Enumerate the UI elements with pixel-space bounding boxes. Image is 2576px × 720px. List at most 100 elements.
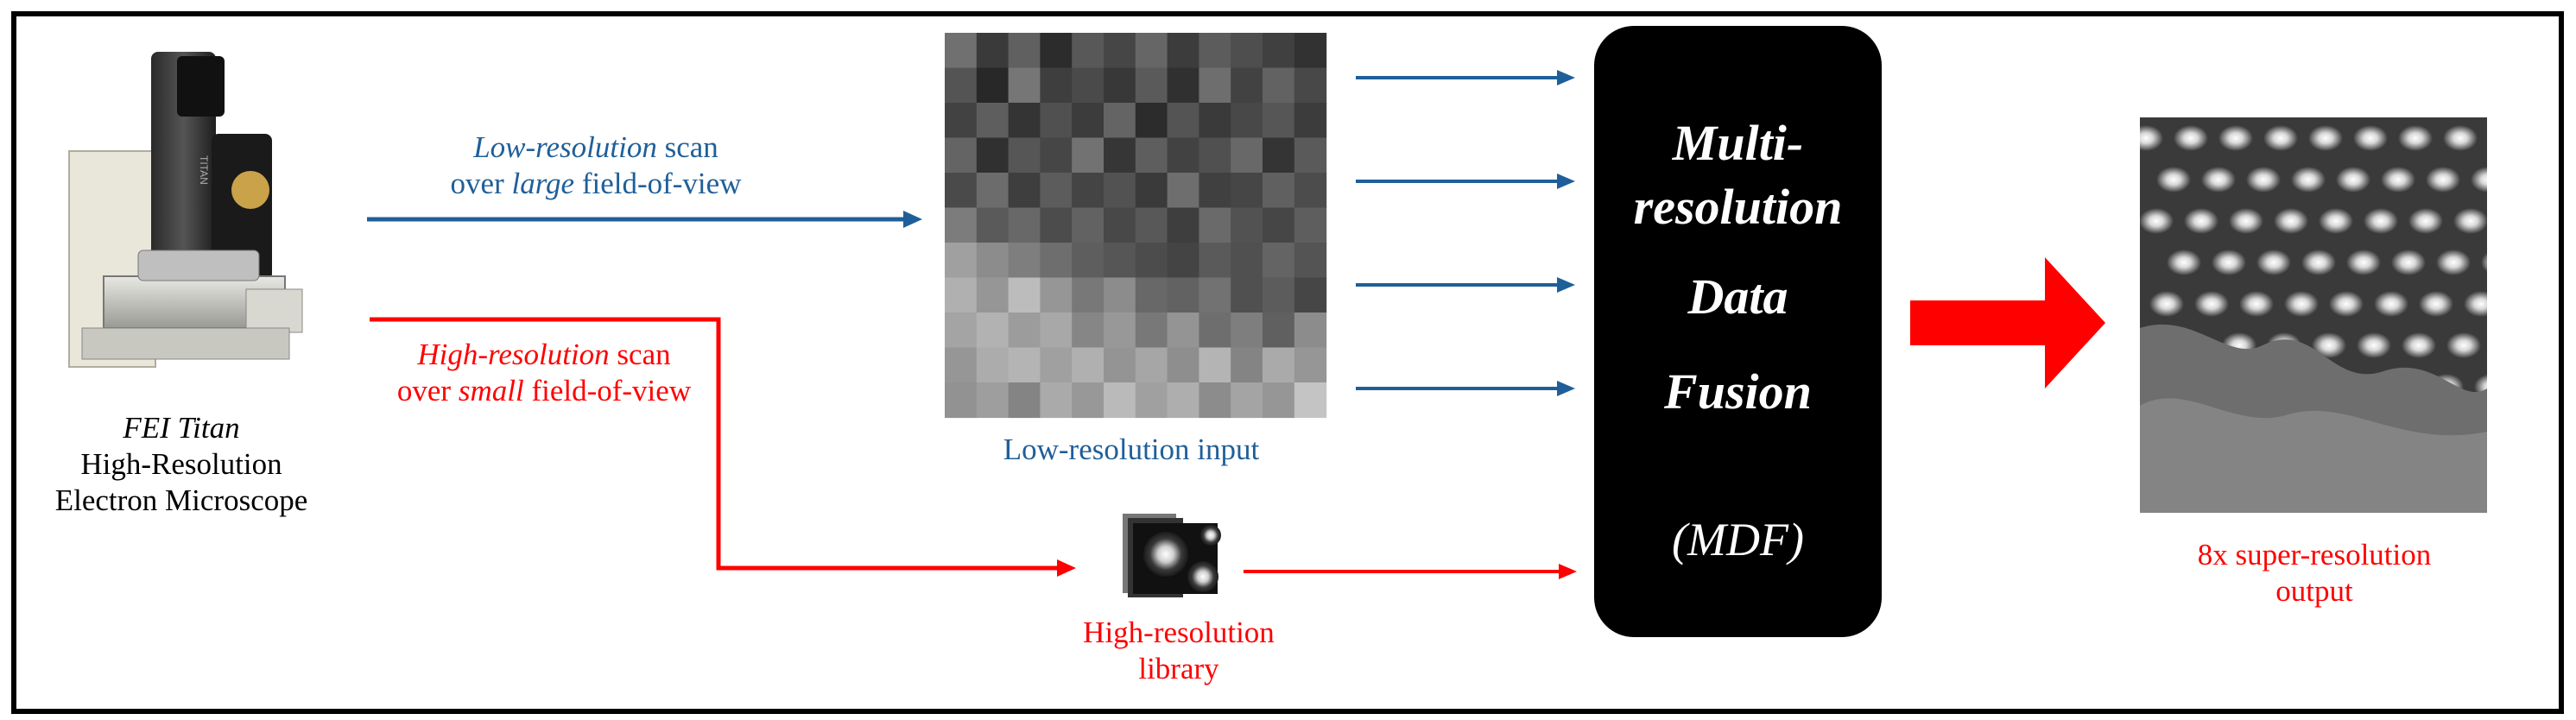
low-scan-italic: Low-resolution (473, 130, 657, 164)
atom-column (2167, 249, 2201, 275)
low-scan-rest: scan (656, 130, 718, 164)
low-res-pixel (1231, 243, 1263, 279)
low-res-pixel (1008, 173, 1041, 209)
atom-column (2194, 291, 2229, 317)
low-res-pixel (976, 277, 1010, 313)
low-res-pixel (1104, 137, 1136, 174)
low-res-pixel (1199, 173, 1231, 209)
low-res-pixel (1072, 173, 1104, 209)
low-res-pixel (1104, 277, 1136, 313)
atom-column (2357, 332, 2391, 358)
low-res-pixel (1294, 67, 1327, 104)
high-scan-small: small (458, 374, 524, 407)
low-res-pixel (1263, 277, 1295, 313)
atom-column (2491, 332, 2526, 358)
atom-column (2526, 249, 2560, 275)
low-res-pixel (945, 67, 978, 104)
low-res-pixel (1294, 137, 1327, 174)
low-res-pixel (1231, 33, 1263, 69)
high-scan-italic: High-resolution (417, 338, 610, 371)
atom-column (2308, 125, 2343, 151)
low-res-pixel (1294, 243, 1327, 279)
low-res-pixel (1104, 207, 1136, 243)
microscope-tank (212, 134, 272, 281)
atom-column (2229, 208, 2263, 234)
atom-column (2471, 167, 2487, 193)
library-label-line2: library (1138, 652, 1219, 685)
microscope-illustration: TITAN (68, 52, 303, 368)
low-res-pixel (1199, 103, 1231, 139)
atom-column (2419, 291, 2453, 317)
low-res-pixel (1135, 347, 1168, 383)
low-res-pixel (1231, 173, 1263, 209)
low-res-pixel (1263, 137, 1295, 174)
atom-column (2212, 249, 2246, 275)
high-scan-arrow (370, 317, 1076, 577)
mdf-line-2: resolution (1633, 179, 1843, 235)
output-arrow (1910, 257, 2105, 388)
low-res-pixel (1167, 243, 1199, 279)
low-res-pixel (1167, 103, 1199, 139)
low-res-pixel (1231, 382, 1263, 419)
atom-column (2336, 167, 2370, 193)
low-res-pixel (1040, 207, 1073, 243)
output-label: 8x super-resolution output (2133, 537, 2496, 609)
atom-column (2426, 167, 2460, 193)
low-res-pixel (976, 103, 1010, 139)
atom-column (2149, 291, 2184, 317)
low-res-pixel (1263, 207, 1295, 243)
atom-column (2239, 291, 2274, 317)
atom-column (2453, 208, 2487, 234)
high-scan-label: High-resolution scan over small field-of… (367, 337, 721, 409)
high-resolution-library-image (1123, 514, 1221, 597)
low-res-pixel (1008, 243, 1041, 279)
low-res-pixel (1263, 67, 1295, 104)
low-res-pixel (1072, 313, 1104, 349)
low-res-pixel (1104, 173, 1136, 209)
microscope-caption: FEI Titan High-Resolution Electron Micro… (35, 410, 328, 519)
low-res-pixel (945, 103, 978, 139)
low-res-pixel (1231, 103, 1263, 139)
library-to-mdf-arrow (1244, 564, 1577, 579)
mdf-line-4: Fusion (1664, 363, 1812, 420)
microscope-console (245, 288, 303, 333)
microscope-port (231, 171, 269, 209)
low-res-pixel (1040, 382, 1073, 419)
atom-column (2398, 125, 2433, 151)
low-input-label: Low-resolution input (1003, 433, 1260, 466)
microscope-line3: Electron Microscope (54, 483, 308, 517)
low-res-pixel (976, 347, 1010, 383)
low-res-pixel (1040, 173, 1073, 209)
low-res-pixel (1231, 207, 1263, 243)
low-res-pixel (1135, 173, 1168, 209)
low-res-pixel (976, 137, 1010, 174)
low-scan-pre: over (450, 167, 512, 200)
atom-column (2140, 125, 2163, 151)
low-res-pixel (1072, 207, 1104, 243)
low-res-pixel (1167, 207, 1199, 243)
low-res-pixel (945, 277, 978, 313)
low-res-pixel (1072, 103, 1104, 139)
atom-column (2488, 125, 2522, 151)
microscope-stage (137, 249, 260, 281)
low-res-pixel (945, 243, 978, 279)
low-res-pixel (1263, 173, 1295, 209)
low-res-pixel (1104, 243, 1136, 279)
atom-column (2547, 415, 2576, 441)
low-res-pixel (1263, 243, 1295, 279)
low-res-pixel (1199, 347, 1231, 383)
mdf-line-1: Multi- (1672, 115, 1804, 171)
atom-column (2498, 208, 2533, 234)
library-label-line1: High-resolution (1083, 616, 1275, 649)
library-label: High-resolution library (1036, 615, 1321, 687)
microscope-top (177, 56, 225, 117)
atom-column (2319, 208, 2353, 234)
atom-column (2446, 332, 2481, 358)
low-res-pixel (1008, 67, 1041, 104)
low-res-pixel (1199, 243, 1231, 279)
low-res-pixel (1231, 67, 1263, 104)
low-res-pixel (1135, 313, 1168, 349)
low-res-pixel (1263, 313, 1295, 349)
